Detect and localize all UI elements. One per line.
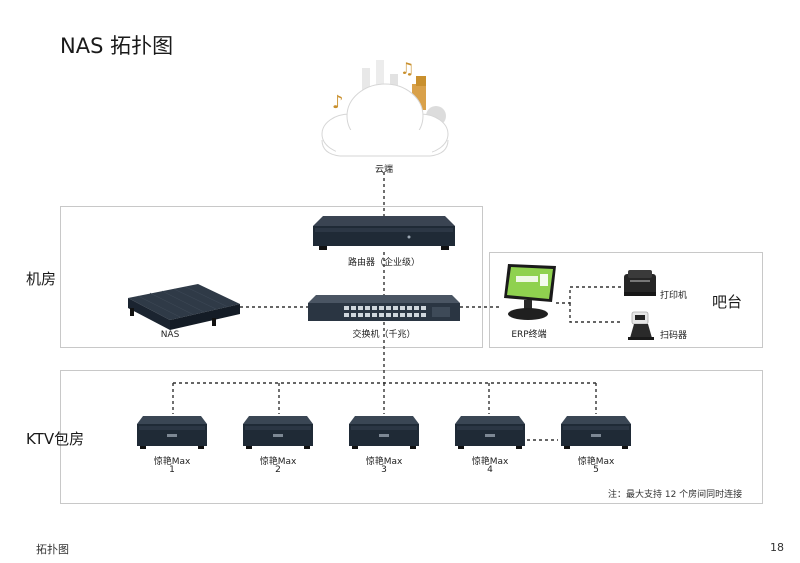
ktv-box-name: 惊艳Max bbox=[471, 457, 509, 467]
router-label: 路由器（企业级） bbox=[347, 258, 420, 268]
ktv-box-name: 惊艳Max bbox=[259, 457, 297, 467]
ktv-box-index: 4 bbox=[487, 465, 493, 475]
bar-zone bbox=[489, 252, 763, 348]
erp-terminal-icon bbox=[504, 264, 556, 320]
nas-icon bbox=[128, 284, 240, 330]
switch-label: 交换机（千兆） bbox=[352, 330, 416, 340]
ktv-box-icon bbox=[137, 416, 207, 449]
ktv-box-index: 5 bbox=[593, 465, 599, 475]
machine-room-label: 机房 bbox=[26, 270, 57, 288]
machine-room-zone bbox=[60, 206, 483, 348]
scanner-icon bbox=[628, 311, 654, 340]
ktv-box-name: 惊艳Max bbox=[153, 457, 191, 467]
erp-label: ERP终端 bbox=[511, 330, 547, 340]
erp-printer-link bbox=[556, 286, 622, 304]
ktv-box-icon bbox=[243, 416, 313, 449]
bar-label: 吧台 bbox=[712, 293, 743, 311]
ktv-label: KTV包房 bbox=[26, 430, 85, 448]
erp-scanner-link bbox=[569, 303, 622, 323]
ktv-box-icon bbox=[455, 416, 525, 449]
page-title: NAS 拓扑图 bbox=[60, 34, 174, 58]
nas-label: NAS bbox=[160, 330, 180, 340]
printer-label: 打印机 bbox=[660, 291, 688, 301]
page-number: 18 bbox=[770, 541, 784, 554]
switch-icon bbox=[308, 295, 460, 321]
ktv-box-index: 2 bbox=[275, 465, 281, 475]
cloud-label: 云端 bbox=[374, 165, 393, 175]
ktv-box-index: 1 bbox=[169, 465, 175, 475]
svg-text:♫: ♫ bbox=[400, 59, 414, 78]
router-icon bbox=[313, 216, 455, 250]
printer-icon bbox=[624, 270, 656, 296]
ktv-box-name: 惊艳Max bbox=[365, 457, 403, 467]
ktv-box-icon bbox=[349, 416, 419, 449]
svg-text:♪: ♪ bbox=[332, 92, 344, 113]
scanner-label: 扫码器 bbox=[660, 331, 688, 341]
ktv-box-name: 惊艳Max bbox=[577, 457, 615, 467]
ktv-note: 注：最大支持 12 个房间同时连接 bbox=[608, 490, 743, 500]
ktv-zone bbox=[60, 370, 763, 504]
ktv-box-index: 3 bbox=[381, 465, 387, 475]
footer-section-label: 拓扑图 bbox=[36, 543, 69, 556]
cloud-icon: ♪ ♫ bbox=[321, 59, 449, 157]
ktv-box-icon bbox=[561, 416, 631, 449]
